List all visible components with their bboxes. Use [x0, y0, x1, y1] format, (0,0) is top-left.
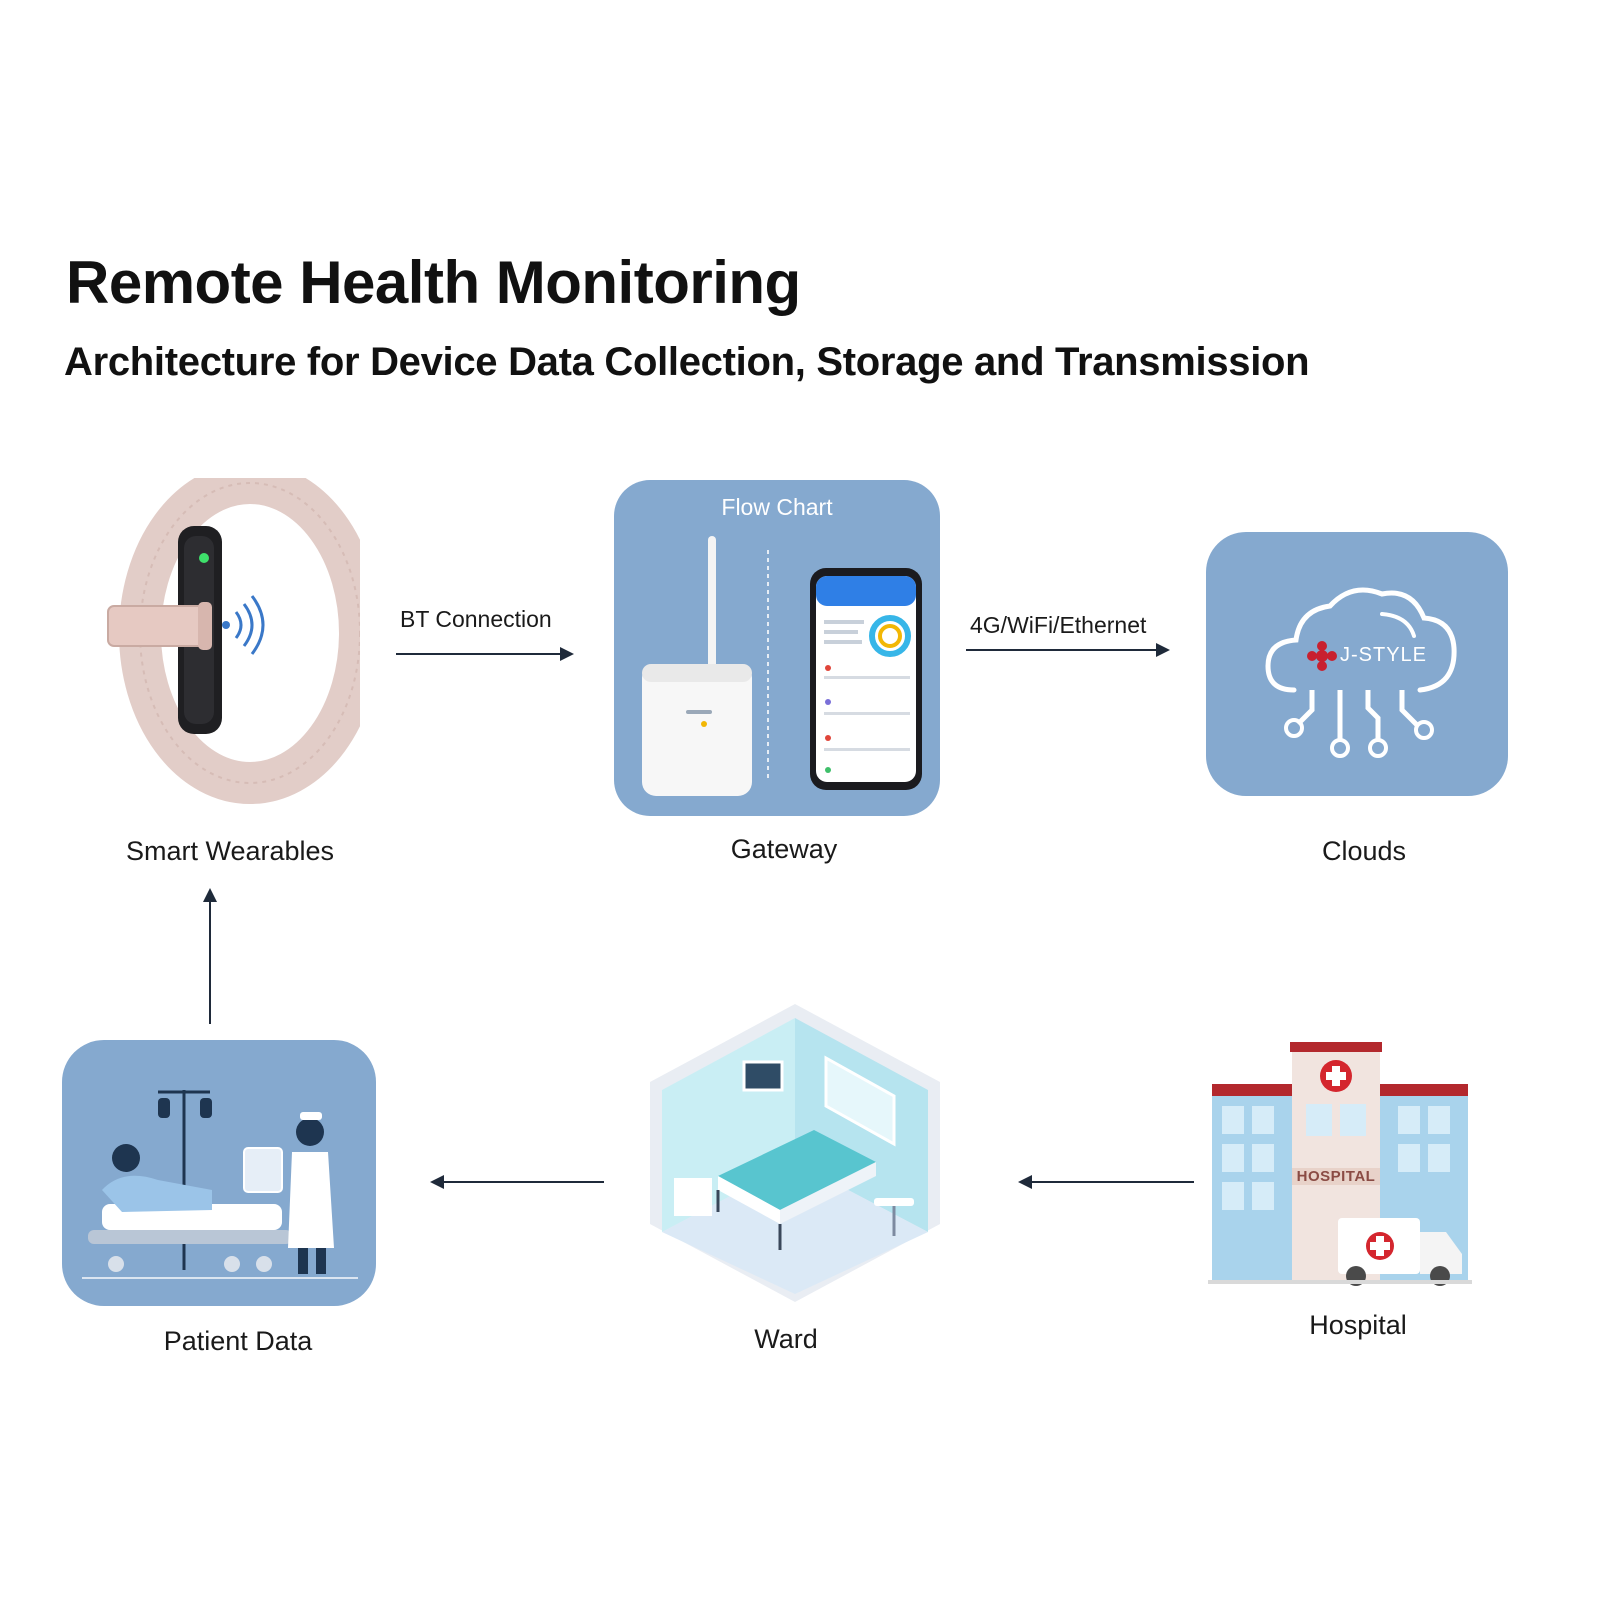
page-subtitle: Architecture for Device Data Collection,… — [64, 340, 1310, 384]
arrow-bt-connection — [396, 647, 574, 661]
node-smart-wearables — [100, 478, 360, 818]
cloud-brand-text: J-STYLE — [1340, 644, 1428, 666]
hospital-building-illustration — [1208, 1042, 1472, 1286]
arrow-ward-to-patient — [430, 1175, 604, 1189]
arrow-hospital-to-ward — [1018, 1175, 1194, 1189]
label-clouds: Clouds — [1321, 836, 1407, 866]
wristband-illustration — [107, 478, 360, 804]
ward-room-illustration — [650, 1004, 940, 1302]
arrow-up-to-wearables — [203, 888, 217, 1024]
node-hospital: HOSPITAL — [1208, 1040, 1472, 1290]
gateway-panel-title: Flow Chart — [721, 494, 833, 520]
clouds-panel: J-STYLE — [1206, 532, 1508, 796]
label-ward: Ward — [754, 1324, 818, 1354]
cloud-icon — [1265, 587, 1457, 758]
patient-data-panel — [62, 1040, 376, 1306]
page-title: Remote Health Monitoring — [66, 249, 801, 316]
label-smart-wearables: Smart Wearables — [125, 836, 335, 866]
hospital-sign: HOSPITAL — [1292, 1168, 1380, 1185]
node-ward — [648, 1002, 942, 1304]
brand-logo-mark — [1307, 641, 1337, 671]
edge-label-network: 4G/WiFi/Ethernet — [970, 612, 1147, 638]
edge-label-bt-connection: BT Connection — [400, 606, 552, 632]
arrow-network — [966, 643, 1170, 657]
label-hospital: Hospital — [1309, 1310, 1407, 1340]
label-gateway: Gateway — [730, 834, 838, 864]
patient-care-illustration — [82, 1090, 358, 1279]
gateway-panel: Flow Chart — [614, 480, 940, 816]
label-patient-data: Patient Data — [163, 1326, 313, 1356]
gateway-illustration — [642, 536, 922, 796]
